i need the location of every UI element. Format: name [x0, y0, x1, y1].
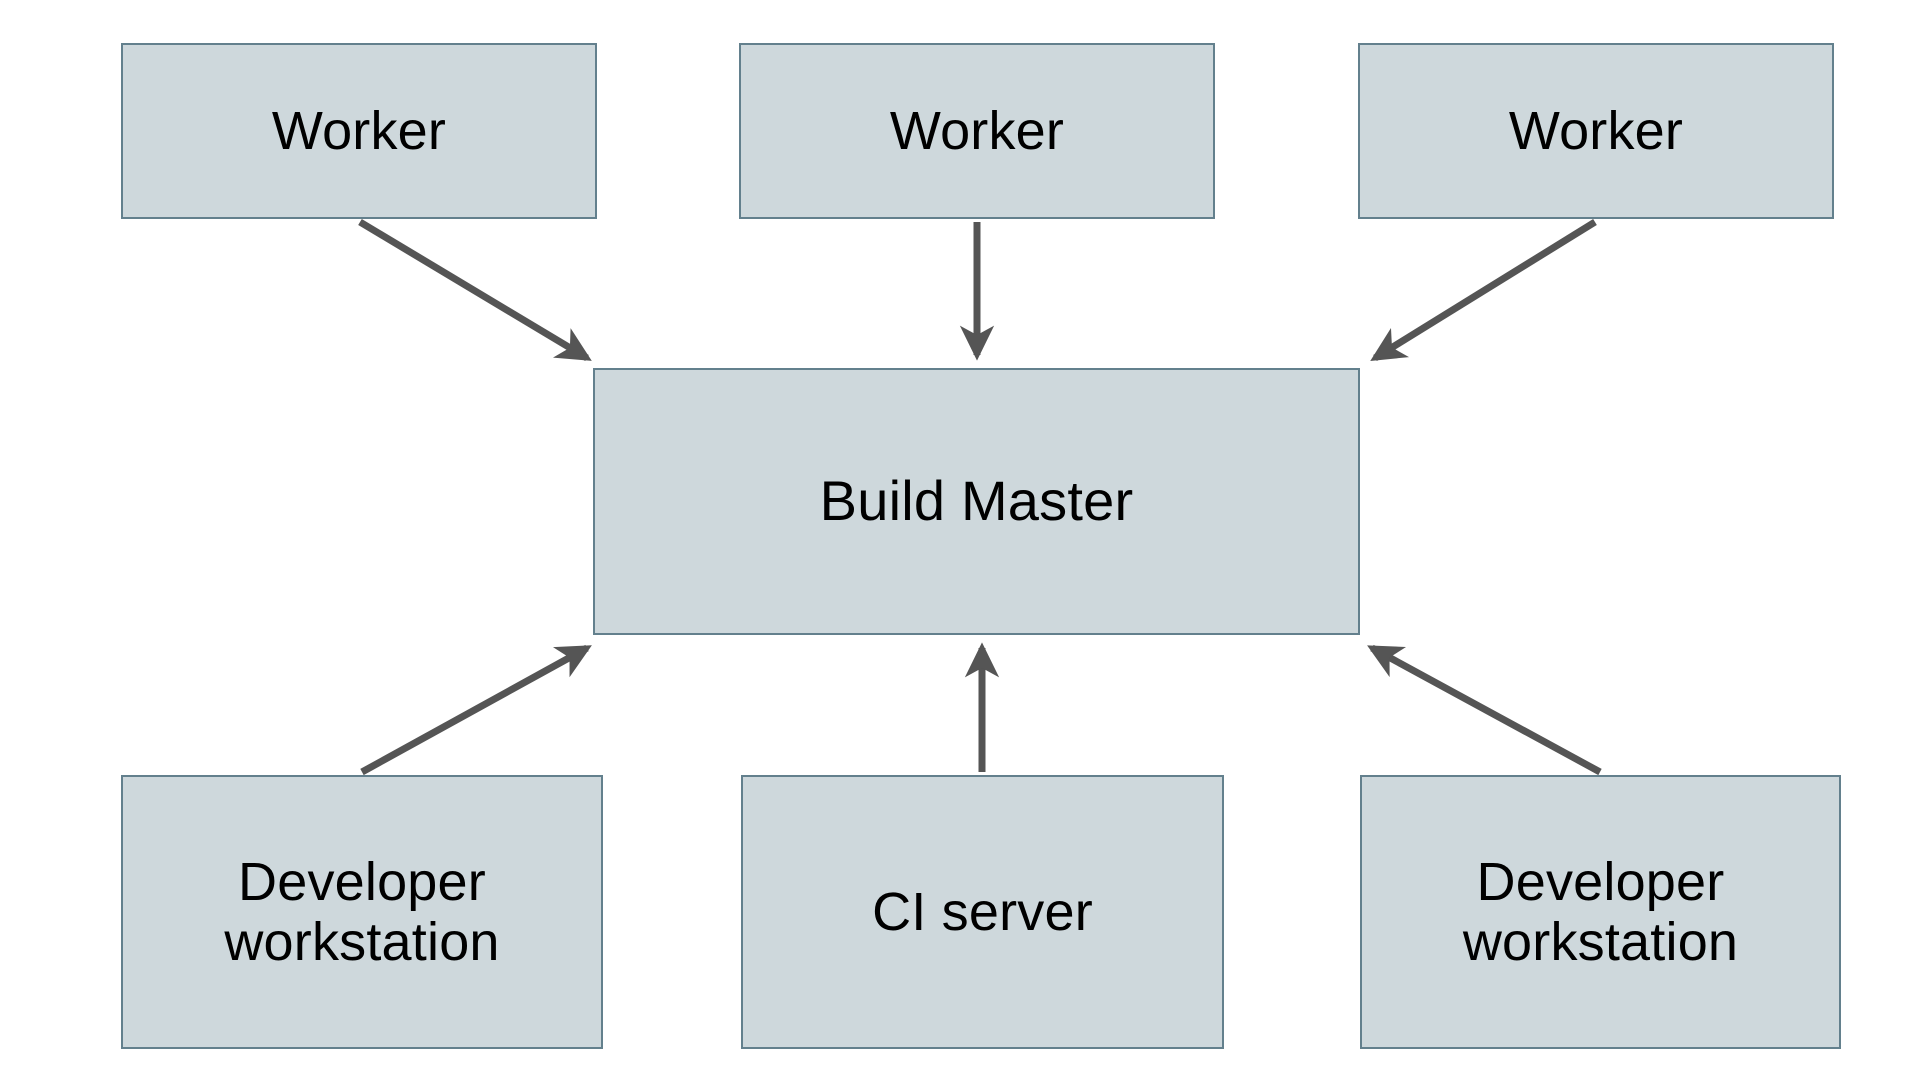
node-worker-2[interactable]: Worker [739, 43, 1215, 219]
node-worker-3[interactable]: Worker [1358, 43, 1834, 219]
edge-dev-workstation-1-to-build-master [360, 644, 592, 776]
edge-worker-1-to-build-master [358, 218, 592, 362]
node-developer-workstation-1-label: Developer workstation [224, 851, 500, 972]
node-worker-1-label: Worker [271, 100, 447, 161]
edge-worker-3-to-build-master [1370, 219, 1597, 361]
node-developer-workstation-1[interactable]: Developer workstation [121, 775, 603, 1049]
node-worker-3-label: Worker [1508, 100, 1684, 161]
node-developer-workstation-2-label: Developer workstation [1462, 851, 1739, 972]
node-worker-2-label: Worker [889, 100, 1065, 161]
node-build-master-label: Build Master [819, 469, 1134, 533]
node-build-master[interactable]: Build Master [593, 368, 1360, 635]
node-ci-server[interactable]: CI server [741, 775, 1224, 1049]
node-worker-1[interactable]: Worker [121, 43, 597, 219]
node-ci-server-label: CI server [872, 881, 1093, 942]
edge-dev-workstation-2-to-build-master [1367, 644, 1602, 776]
node-developer-workstation-2[interactable]: Developer workstation [1360, 775, 1841, 1049]
